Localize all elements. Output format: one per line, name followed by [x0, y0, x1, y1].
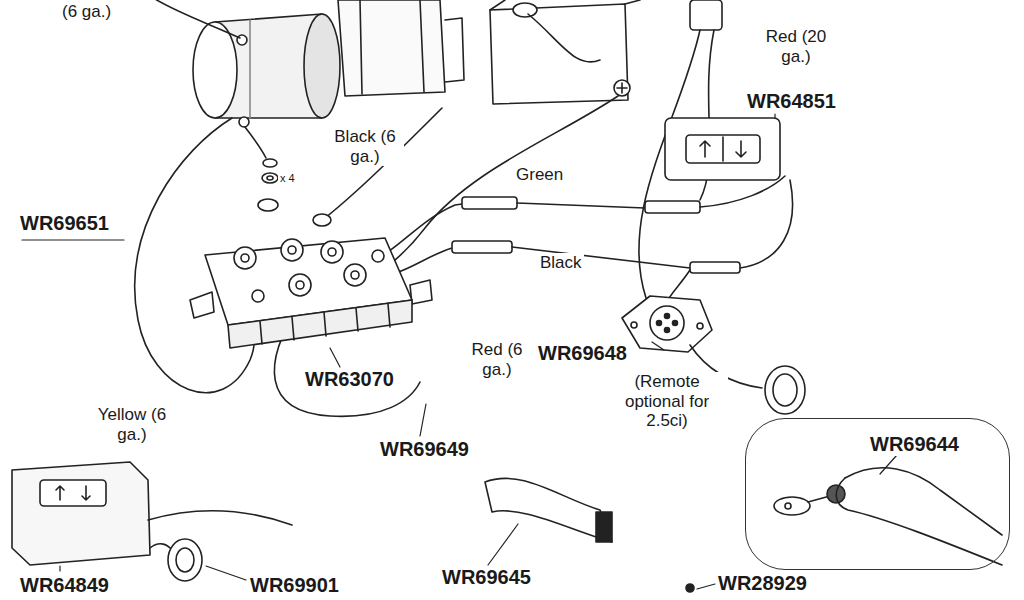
part-number: WR69901 — [248, 574, 341, 597]
wire-label: Yellow (6 ga.) — [88, 405, 176, 444]
washer-stack — [245, 127, 278, 211]
wire-label: Green — [514, 165, 565, 185]
leader-lines — [22, 114, 905, 589]
quantity-note: x 4 — [278, 172, 297, 185]
rocker-switch — [665, 118, 780, 180]
part-number: WR69644 — [868, 433, 961, 456]
winch-motor — [150, 0, 340, 127]
wire-label: Red (6 ga.) — [458, 340, 536, 379]
battery — [490, 0, 640, 104]
part-number: WR64851 — [745, 90, 838, 113]
note: (Remote optional for 2.5ci) — [606, 372, 728, 431]
handheld-remote — [12, 462, 292, 581]
hook-strap — [485, 478, 612, 542]
part-number: WR69649 — [378, 438, 471, 461]
wiring — [135, 0, 793, 416]
wire-label: Black (6 ga.) — [326, 127, 404, 166]
solenoid-pack — [190, 238, 432, 348]
part-inset-box: WR69644 — [745, 418, 1010, 570]
part-number: WR63070 — [303, 368, 396, 391]
part-number: WR28929 — [716, 572, 809, 595]
wire-gauge: (6 ga.) — [60, 2, 113, 22]
wire-label: Black — [538, 253, 584, 273]
part-number: WR69648 — [536, 342, 629, 365]
part-number: WR69645 — [440, 566, 533, 589]
terminal-boot — [774, 468, 1002, 565]
screw — [686, 584, 694, 592]
wire-label: Red (20 ga.) — [752, 27, 840, 66]
part-number: WR69651 — [18, 212, 111, 235]
part-number: WR64849 — [18, 574, 111, 597]
winch-drum-housing — [338, 0, 464, 96]
